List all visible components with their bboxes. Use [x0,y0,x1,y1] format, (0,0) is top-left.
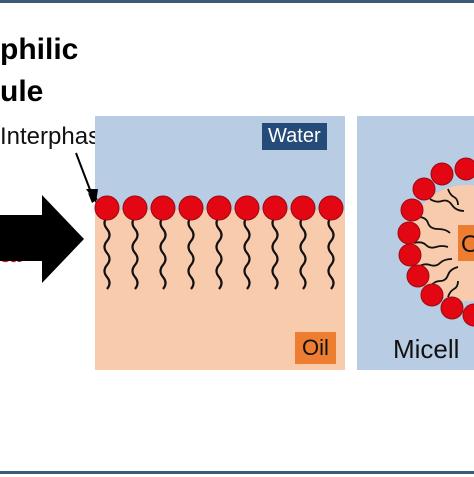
oil-tag: Oil [295,332,336,364]
diagram-graphics: O [0,152,474,327]
interphase-pointer [75,152,98,203]
process-arrow [0,195,84,283]
interphase-label: Interphase [0,123,114,150]
micelle-label: Micell [393,334,460,364]
micelle-core-label: O [461,231,474,258]
title-line-1: philic [0,33,79,66]
surfactant-heads [94,195,344,221]
surfactant-tails [103,216,335,290]
title-line-2: ule [0,75,44,108]
micelle-core-tag [458,225,474,261]
micelle: O [397,157,474,327]
water-tag: Water [262,123,327,150]
